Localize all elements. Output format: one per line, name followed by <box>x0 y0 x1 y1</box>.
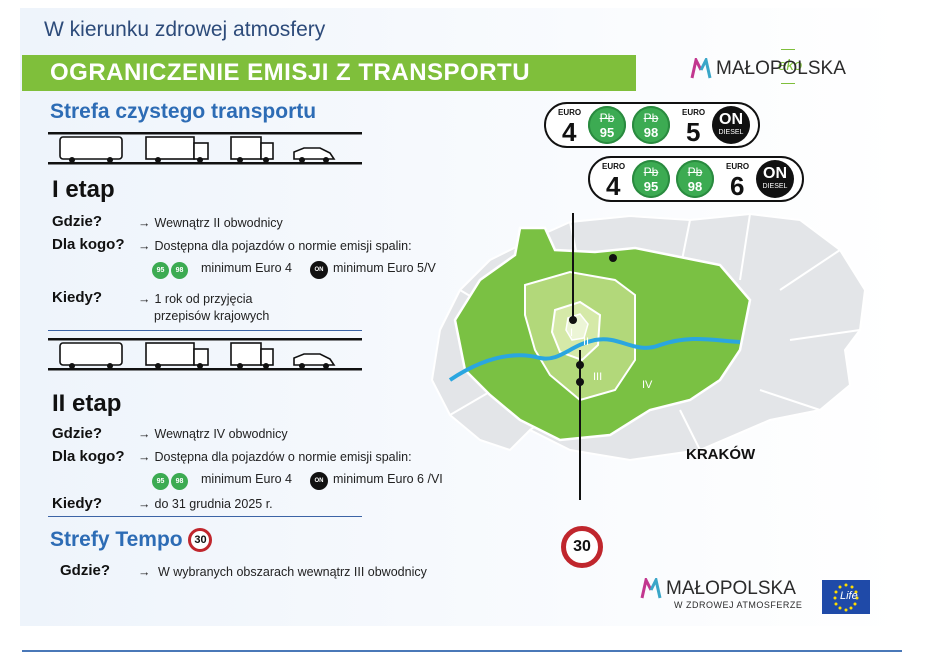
vistula-river <box>448 337 741 382</box>
logo-eko-text: eko <box>778 40 802 91</box>
stage1-who-text: →Dostępna dla pojazdów o normie emisji s… <box>138 239 412 253</box>
stage2-when-text: →do 31 grudnia 2025 r. <box>138 497 273 511</box>
bottom-divider <box>22 650 902 652</box>
arrow-icon: → <box>138 216 151 230</box>
arrow-icon: → <box>138 427 151 441</box>
stage1-when-label: Kiedy? <box>52 289 103 306</box>
pb98-icon: 98 <box>171 473 188 490</box>
vehicles-illustration-stage2 <box>48 338 362 371</box>
stage1-petrol-min: minimum Euro 4 <box>201 261 292 275</box>
malopolska-mark-icon <box>640 578 662 599</box>
stage2-where-text: →Wewnątrz IV obwodnicy <box>138 427 288 441</box>
stage1-when-text: →1 rok od przyjęcia <box>138 292 253 306</box>
stage1-where-label: Gdzie? <box>52 213 103 230</box>
arrow-icon: → <box>138 239 151 253</box>
ring-label-iii: III <box>593 371 602 383</box>
tempo-zone-title: Strefy Tempo 30 <box>50 528 213 553</box>
banner-title: OGRANICZENIE EMISJI Z TRANSPORTU <box>22 55 636 91</box>
arrow-icon: → <box>138 450 151 464</box>
stage2-who-text: →Dostępna dla pojazdów o normie emisji s… <box>138 450 412 464</box>
stage2-when-label: Kiedy? <box>52 495 103 512</box>
stage2-petrol-min: minimum Euro 4 <box>201 472 292 486</box>
malopolska-mark-icon <box>690 58 712 79</box>
arrow-icon: → <box>138 565 151 579</box>
logo-name: MAŁOPOLSKA <box>666 578 796 600</box>
logo-tagline: W ZDROWEJ ATMOSFERZE <box>674 600 803 611</box>
pb95-icon: 95 <box>152 262 169 279</box>
logo-name: MAŁOPOLSKA <box>716 58 846 80</box>
vehicles-illustration-stage1 <box>48 132 362 165</box>
city-label: KRAKÓW <box>686 446 756 463</box>
divider <box>48 516 362 517</box>
speed-limit-30-sign-icon: 30 <box>561 526 603 568</box>
krakow-zones-map: I II III IV <box>430 212 867 500</box>
tempo-where-text: → W wybranych obszarach wewnątrz III obw… <box>138 565 427 579</box>
tempo-where-label: Gdzie? <box>60 562 111 579</box>
subtitle: W kierunku zdrowej atmosfery <box>44 18 326 41</box>
diesel-on-icon: ON <box>310 261 328 279</box>
stage2-title: II etap <box>52 390 122 417</box>
stage1-title: I etap <box>52 176 115 203</box>
malopolska-logo: MAŁOPOLSKA W ZDROWEJ ATMOSFERZE <box>640 578 802 610</box>
stage2-diesel-icon: ON <box>310 469 328 490</box>
section-title: Strefa czystego transportu <box>50 100 317 123</box>
ring-label-i: I <box>570 327 573 339</box>
pb98-icon: 98 <box>171 262 188 279</box>
stage1-where-text: →Wewnątrz II obwodnicy <box>138 216 283 230</box>
stage2-diesel-min: minimum Euro 6 /VI <box>333 472 443 486</box>
arrow-icon: → <box>138 292 151 306</box>
speed-limit-30-icon: 30 <box>188 528 213 553</box>
pb95-icon: 95 <box>152 473 169 490</box>
stage1-diesel-icon: ON <box>310 258 328 279</box>
eu-stars-icon <box>833 583 859 612</box>
life-text: Life <box>840 590 858 602</box>
arrow-icon: → <box>138 497 151 511</box>
stage1-who-label: Dla kogo? <box>52 236 125 253</box>
stage2-where-label: Gdzie? <box>52 425 103 442</box>
stage1-when-text-2: przepisów krajowych <box>154 309 270 323</box>
stage2-who-label: Dla kogo? <box>52 448 125 465</box>
stage1-diesel-min: minimum Euro 5/V <box>333 261 436 275</box>
ring-label-ii: II <box>583 336 589 348</box>
ring-label-iv: IV <box>642 379 653 391</box>
divider <box>48 330 362 331</box>
diesel-on-icon: ON <box>310 472 328 490</box>
eu-life-logo: Life <box>822 580 870 614</box>
